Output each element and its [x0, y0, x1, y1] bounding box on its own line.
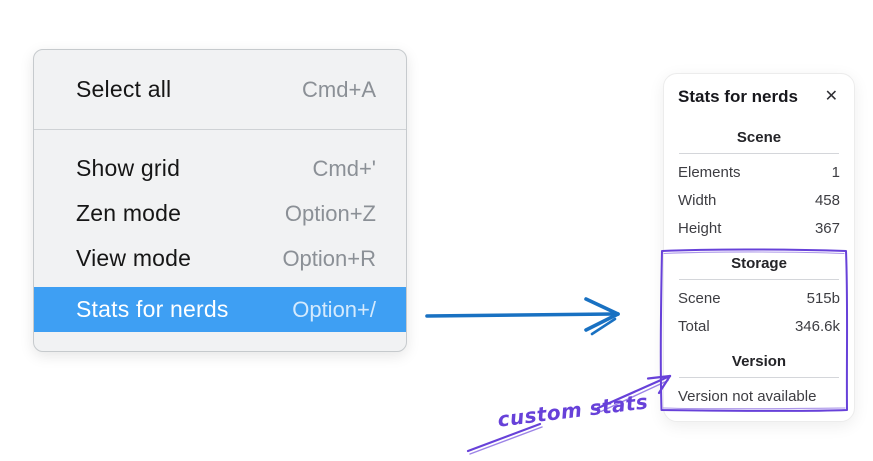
section-heading-version: Version [731, 353, 787, 370]
stats-panel: Stats for nerds ✕ Scene Elements 1 Width… [663, 73, 855, 422]
stat-value: 346.6k [794, 317, 840, 335]
annotation-label-custom-stats: custom stats [496, 389, 650, 432]
menu-item-select-all[interactable]: Select all Cmd+A [34, 50, 406, 129]
menu-item-label: Zen mode [76, 200, 182, 226]
section-heading-storage: Storage [731, 255, 787, 272]
menu-separator [34, 129, 406, 130]
section-heading-scene: Scene [736, 129, 782, 146]
menu-item-label: View mode [76, 245, 192, 271]
menu-item-shortcut: Cmd+' [312, 155, 377, 181]
stat-row-elements: Elements 1 [678, 158, 840, 186]
stat-value: 1 [831, 163, 840, 181]
stat-label: Elements [678, 163, 741, 181]
menu-item-view-mode[interactable]: View mode Option+R [34, 236, 406, 281]
stat-value: 458 [814, 191, 840, 209]
section-divider [679, 279, 839, 280]
stat-label: Height [678, 219, 722, 237]
context-menu: Select all Cmd+A Show grid Cmd+' Zen mod… [33, 49, 407, 352]
stat-row-total-storage: Total 346.6k [678, 312, 840, 340]
menu-item-label: Select all [76, 76, 172, 102]
stat-label: Scene [678, 289, 721, 307]
stat-label: Total [678, 317, 710, 335]
menu-item-label: Stats for nerds [76, 296, 229, 322]
stats-panel-title: Stats for nerds [678, 87, 798, 106]
section-divider [679, 377, 839, 378]
menu-item-zen-mode[interactable]: Zen mode Option+Z [34, 191, 406, 236]
menu-item-show-grid[interactable]: Show grid Cmd+' [34, 146, 406, 191]
context-menu-group-top: Select all Cmd+A [34, 50, 406, 129]
menu-item-shortcut: Option+/ [292, 296, 376, 322]
menu-item-shortcut: Option+R [282, 245, 376, 271]
stat-row-scene-storage: Scene 515b [678, 284, 840, 312]
menu-item-stats-for-nerds[interactable]: Stats for nerds Option+/ [34, 287, 406, 332]
stat-row-width: Width 458 [678, 186, 840, 214]
context-menu-group-bottom: Show grid Cmd+' Zen mode Option+Z View m… [34, 130, 406, 332]
menu-item-shortcut: Cmd+A [302, 76, 376, 102]
menu-item-shortcut: Option+Z [284, 200, 376, 226]
menu-item-label: Show grid [76, 155, 181, 181]
stat-value: 367 [814, 219, 840, 237]
stats-panel-header: Stats for nerds ✕ [678, 87, 840, 107]
arrow-menu-to-panel [425, 297, 620, 336]
section-divider [679, 153, 839, 154]
stat-row-height: Height 367 [678, 214, 840, 242]
stat-label: Width [678, 191, 717, 209]
close-icon[interactable]: ✕ [824, 88, 838, 105]
version-note: Version not available [678, 387, 817, 405]
stat-value: 515b [806, 289, 840, 307]
